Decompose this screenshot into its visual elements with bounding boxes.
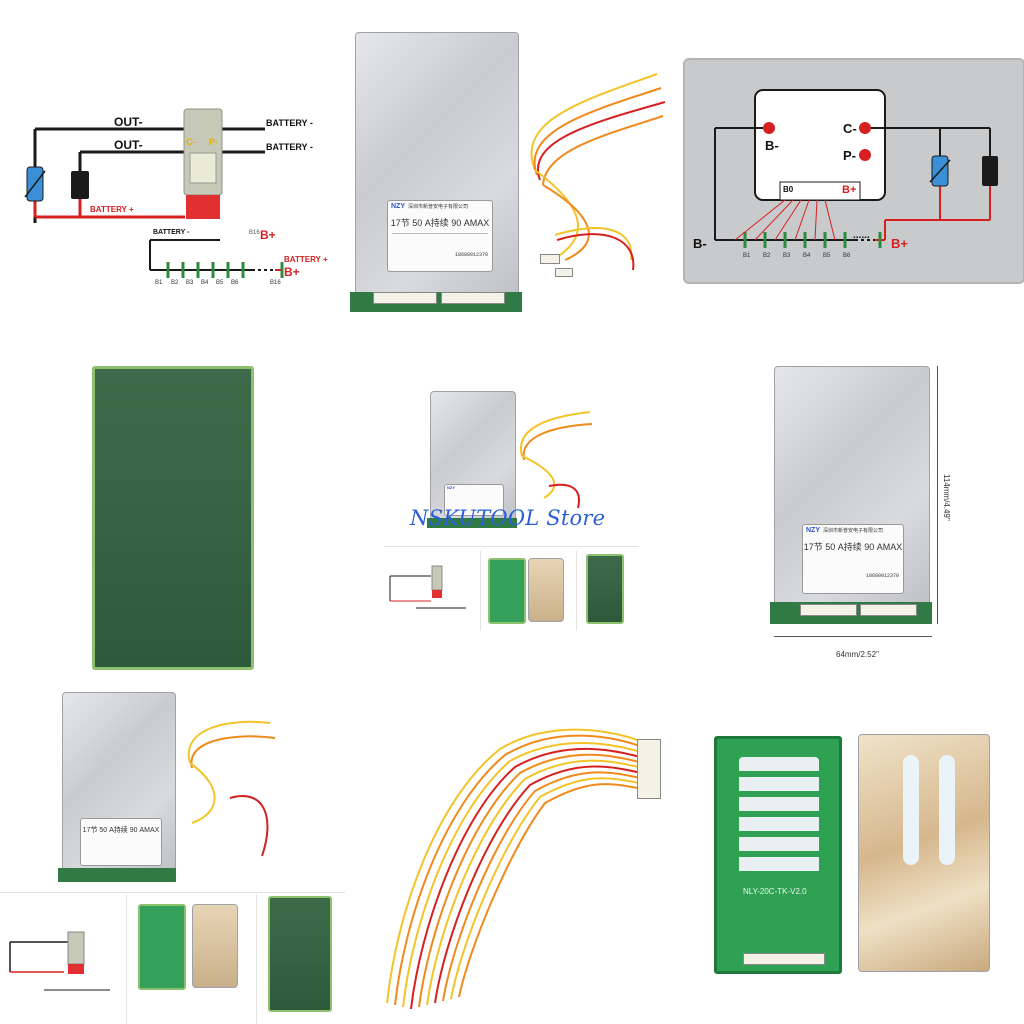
bl-spec: 17节 50 A持续 90 AMAX [82,827,160,834]
bms-board-photo-1: NZY 深圳市新普安电子有限公司 17节 50 A持续 90 AMAX 1868… [345,30,675,315]
wire-harness-photo [375,715,675,1015]
center-wires-svg [519,411,593,509]
c-minus-label: C- [186,137,196,147]
b-plus-bottom-label: B+ [891,236,908,251]
bms-phone: 18680012370 [454,252,488,258]
bms-wires-svg [530,73,666,271]
battery-plus-label-left: BATTERY + [90,205,134,214]
b-minus-bottom-label: B- [693,236,707,251]
cell-label-b6: B6 [231,280,239,286]
cell-label-b16: B16 [270,280,281,286]
wire-connector-2 [555,268,573,277]
cell-label-2-b2: B2 [763,253,771,259]
store-watermark: NSKUTOOL Store [410,506,606,530]
pcb-front-connector [743,953,825,965]
bl-label-card: 17节 50 A持续 90 AMAX [80,818,162,866]
bl-metal-plate [192,904,238,988]
dim-logo: NZY [806,527,820,534]
dim-label-card: NZY 深圳市新普安电子有限公司 17节 50 A持续 90 AMAX 1868… [802,524,904,594]
cell-label-2-b6: B6 [843,253,851,259]
b-plus-label-1: B+ [260,228,276,242]
cell-label-b2: B2 [171,280,179,286]
cell-label-2-b4: B4 [803,253,811,259]
dimensioned-board-photo: NZY 深圳市新普安电子有限公司 17节 50 A持续 90 AMAX 1868… [770,364,970,664]
battery-minus-label-1: BATTERY - [266,118,313,128]
b-minus-top-label: B- [765,138,779,153]
harness-connector [637,739,661,799]
pcb-back-photo-1 [92,366,254,670]
cell-label-b1: B1 [155,280,163,286]
mosfet-array [739,757,819,877]
battery-icon-2 [982,156,998,186]
mini-pcb-back [586,554,624,624]
thermal-pad-left [903,755,919,865]
center-label-card: NZY [444,484,504,516]
cell-stack-1 [166,262,284,278]
b0-label: B0 [783,185,794,194]
out-minus-label-1: OUT- [114,115,143,129]
dim-connector-right [860,604,917,616]
wire-connector-1 [540,254,560,264]
pcb-marking: NLY-20C-TK-V2.0 [743,887,807,896]
bms-logo: NZY [391,203,405,210]
battery-plus-label-right: BATTERY + [284,255,328,264]
cell-label-2-b3: B3 [783,253,791,259]
dim-height-label: 114mm/4.49'' [942,474,951,521]
dim-company: 深圳市新普安电子有限公司 [823,528,884,534]
dim-width-line [774,636,932,637]
battery-minus-label-2: BATTERY - [266,142,313,152]
mini-pcb-front [488,558,526,624]
b-plus-chip-label: B+ [842,184,857,196]
mini-wiring-diagram [386,556,472,616]
pcb-front-board: NLY-20C-TK-V2.0 [714,736,842,974]
cell-label-b5: B5 [216,280,224,286]
battery-icon [71,171,89,199]
wiring-diagram-2-svg [714,89,998,248]
cells-dots: ...... [853,230,870,241]
dim-height-line [937,366,938,624]
bl-pcb-edge [58,868,176,882]
wiring-diagram-2: B- C- P- B0 B+ B- ...... B+ B1 B2 B3 B4 … [683,58,1024,284]
metal-heat-plate [858,734,990,972]
balance-connector-icon [186,195,220,219]
bl-wires-svg [187,720,276,857]
bms-connector-right [441,292,505,304]
bl-mini-wiring [4,928,120,1008]
thermal-pad-right [939,755,955,865]
cell-label-b3: B3 [186,280,194,286]
out-minus-label-2: OUT- [114,138,143,152]
center-pcb-edge [427,518,517,528]
dim-phone: 18680012370 [865,573,899,579]
bottom-left-collage: 17节 50 A持续 90 AMAX [0,688,345,1024]
bms-connector-left [373,292,437,304]
bl-pcb-back [268,896,332,1012]
wire-harness-svg [386,728,651,1010]
p-minus-label-2: P- [843,148,856,163]
dim-spec: 17节 50 A持续 90 AMAX [803,542,903,552]
dim-connector-left [800,604,857,616]
p-minus-label: P- [209,137,218,147]
dim-width-label: 64mm/2.52'' [836,650,880,659]
center-collage: NZY [384,386,639,636]
bms-spec: 17节 50 A持续 90 AMAX [390,218,490,228]
bms-company: 深圳市新普安电子有限公司 [408,204,469,210]
mini-metal-plate [528,558,564,622]
cell-label-2-b5: B5 [823,253,831,259]
cell-label-b4: B4 [201,280,209,286]
wiring-diagram-1: OUT- OUT- BATTERY - BATTERY - C- P- BATT… [20,95,340,295]
cell-label-2-b1: B1 [743,253,751,259]
b-plus-label-2: B+ [284,265,300,279]
center-logo: NZY [447,485,455,490]
bms-label-card: NZY 深圳市新普安电子有限公司 17节 50 A持续 90 AMAX 1868… [387,200,493,272]
bl-pcb-front [138,904,186,990]
c-minus-label-2: C- [843,121,857,136]
b16-label: B16 [249,230,260,236]
cell-stack-2 [743,232,882,248]
battery-minus-label-bottom: BATTERY - [153,229,190,236]
wiring-diagram-1-svg [24,108,284,278]
pcb-front-photo: NLY-20C-TK-V2.0 [712,732,1014,974]
